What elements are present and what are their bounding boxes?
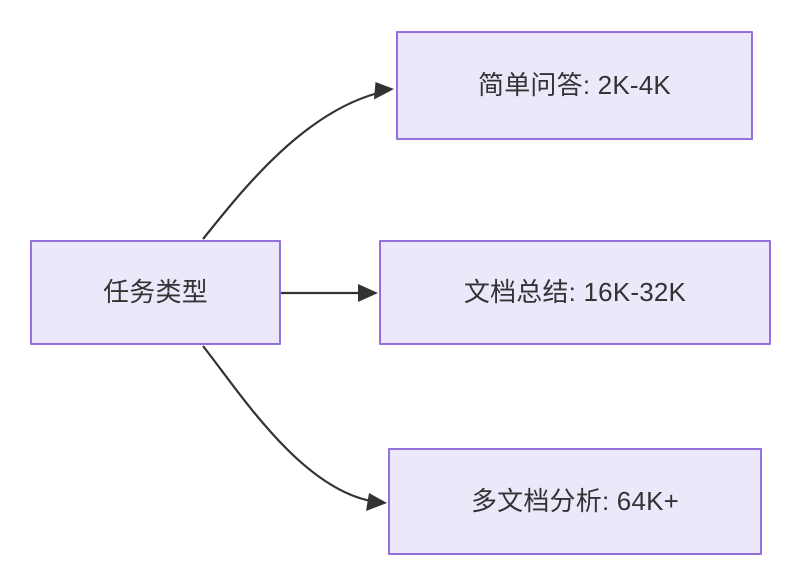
edge-source-multidoc[interactable] — [202, 345, 387, 511]
edge-source-multidoc-path — [202, 345, 372, 503]
node-document-summary-label: 文档总结: 16K-32K — [463, 276, 687, 307]
edge-source-multidoc-arrowhead — [366, 493, 387, 511]
node-task-type-label: 任务类型 — [103, 276, 208, 307]
node-multi-document-analysis-label: 多文档分析: 64K+ — [470, 485, 680, 516]
node-simple-qa[interactable]: 简单问答: 2K-4K — [396, 31, 753, 140]
node-task-type[interactable]: 任务类型 — [30, 240, 281, 345]
node-document-summary[interactable]: 文档总结: 16K-32K — [379, 240, 771, 345]
edge-source-doc-arrowhead — [358, 284, 378, 302]
node-multi-document-analysis[interactable]: 多文档分析: 64K+ — [388, 448, 762, 555]
edge-source-doc[interactable] — [281, 284, 378, 302]
edge-source-simple-path — [202, 91, 379, 240]
edge-source-simple-arrowhead — [374, 82, 394, 100]
node-simple-qa-label: 简单问答: 2K-4K — [478, 69, 671, 100]
edge-source-simple[interactable] — [202, 82, 394, 240]
